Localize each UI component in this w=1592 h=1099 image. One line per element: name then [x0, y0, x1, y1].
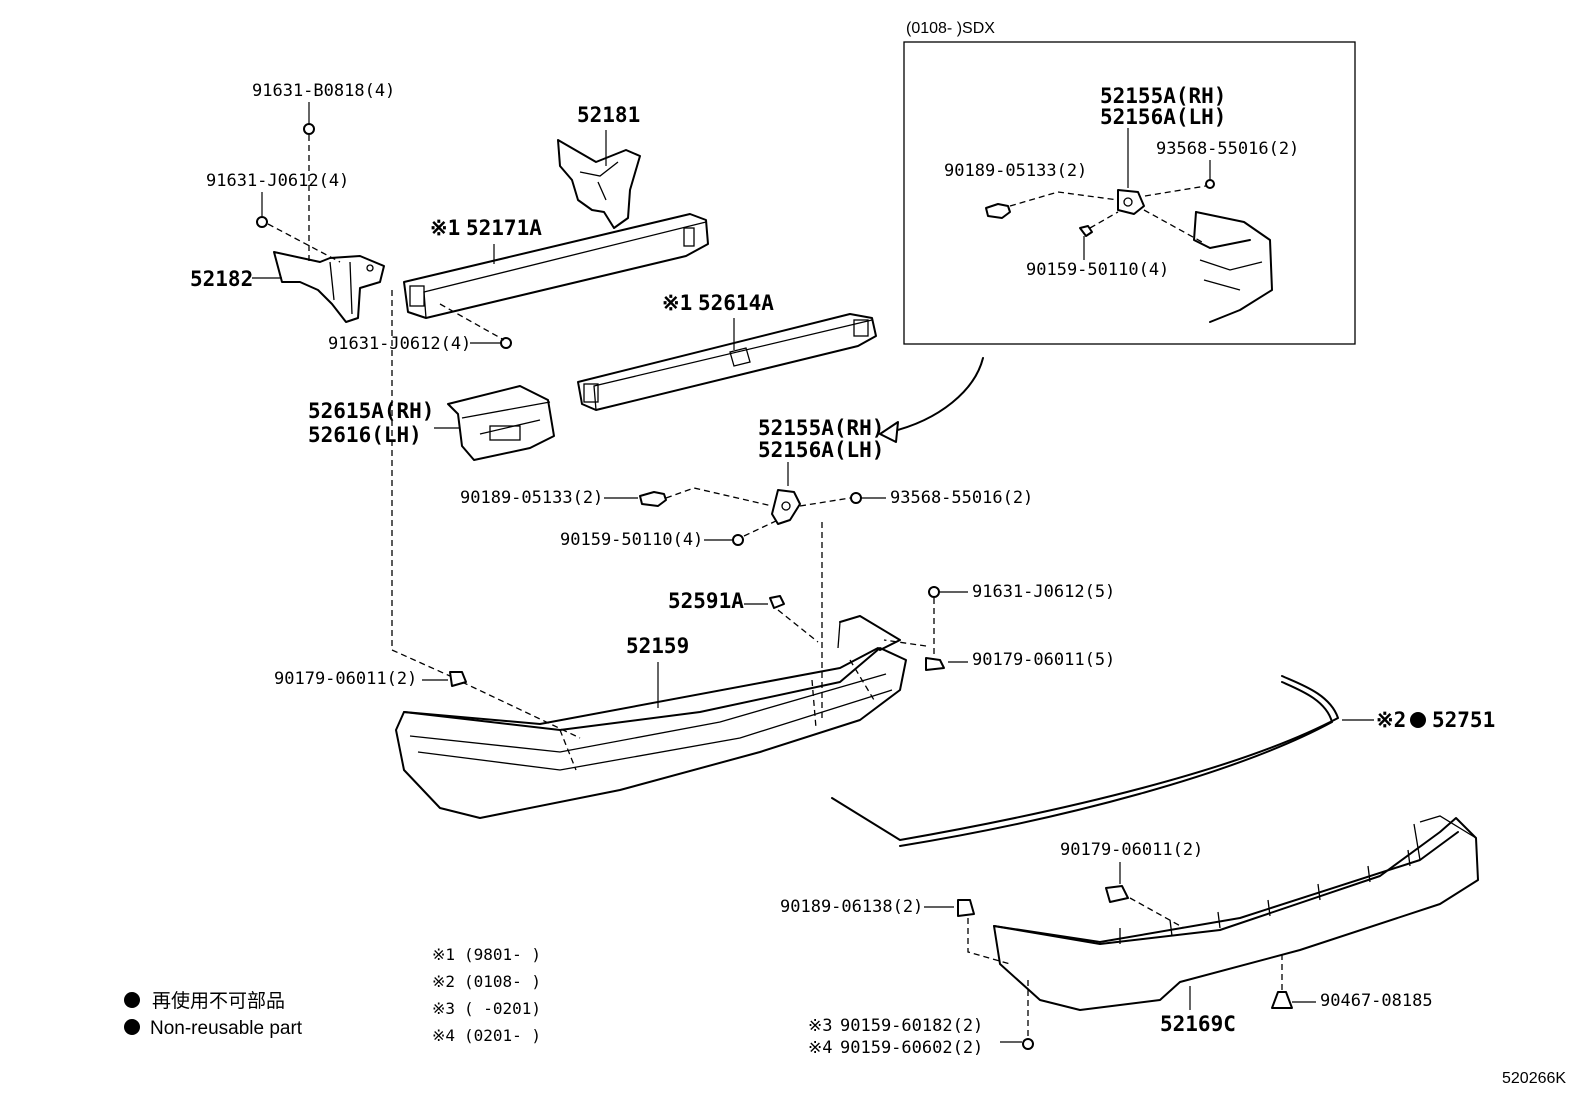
inset-label-52155a: 52155A(RH) — [1100, 84, 1226, 108]
label-91631-j0612-mid: 91631-J0612(4) — [328, 334, 471, 354]
nut-90179-left-icon — [449, 671, 467, 687]
bolt-j0612-top-icon — [256, 216, 268, 228]
inset-arrow-head — [879, 421, 899, 443]
legend: 再使用不可部品 Non-reusable part — [124, 990, 303, 1039]
mark-52751: ※2 — [1376, 708, 1406, 732]
label-90467-08185: 90467-08185 — [1320, 991, 1433, 1011]
label-52181: 52181 — [577, 103, 640, 127]
label-52616: 52616(LH) — [308, 423, 422, 447]
inset-title: (0108- )SDX — [906, 20, 995, 37]
bracket-52615a: 52615A(RH) 52616(LH) — [308, 385, 555, 461]
label-91631-j0612-5: 91631-J0612(5) — [972, 582, 1115, 602]
note-1-mark: ※1 — [432, 945, 455, 964]
clip-90189-icon — [639, 491, 667, 507]
bracket-52182: 52182 — [190, 251, 385, 323]
mark-52171a: ※1 — [430, 216, 460, 240]
legend-jp: 再使用不可部品 — [152, 990, 285, 1012]
note-4-mark: ※4 — [432, 1026, 455, 1045]
bolt-90159-60182-icon — [1022, 1038, 1034, 1050]
clip-90189-06138-icon — [957, 899, 975, 917]
bumper-lower-52169c: 90179-06011(2) 90189-06138(2) 52169C 904… — [780, 815, 1479, 1058]
legend-dot-jp-icon — [124, 992, 140, 1008]
inset-border — [903, 41, 1356, 345]
label-90189-06138: 90189-06138(2) — [780, 897, 923, 917]
note-4-text: (0201- ) — [464, 1026, 541, 1045]
date-notes: ※1 (9801- ) ※2 (0108- ) ※3 ( -0201) ※4 (… — [432, 945, 541, 1045]
inset-label-52156a: 52156A(LH) — [1100, 105, 1226, 129]
mark-90159-60182: ※3 — [808, 1016, 832, 1036]
label-90179-06011-5: 90179-06011(5) — [972, 650, 1115, 670]
note-2-text: (0108- ) — [464, 972, 541, 991]
legend-dot-en-icon — [124, 1019, 140, 1035]
bracket-52155a-main: 52155A(RH) 52156A(LH) 90189-05133(2) 935… — [460, 416, 1033, 720]
label-90189-05133: 90189-05133(2) — [460, 488, 603, 508]
bolts-group-top: 91631-B0818(4) 91631-J0612(4) — [206, 81, 395, 263]
nut-90179-5-icon — [925, 657, 945, 671]
reinforcement-52614a: ※1 52614A — [577, 291, 877, 411]
label-90179-06011-2-left: 90179-06011(2) — [274, 669, 417, 689]
bracket-52181: 52181 — [557, 103, 641, 229]
bolt-90159-icon — [732, 534, 744, 546]
label-90159-50110: 90159-50110(4) — [560, 530, 703, 550]
legend-en: Non-reusable part — [150, 1018, 303, 1039]
label-52169c: 52169C — [1160, 1012, 1236, 1036]
label-90159-60602: 90159-60602(2) — [840, 1038, 983, 1058]
label-91631-j0612-top: 91631-J0612(4) — [206, 171, 349, 191]
molding-52751: ※2 52751 — [831, 675, 1495, 847]
inset-bracket-drawing — [985, 128, 1273, 323]
nut-93568-icon — [850, 492, 862, 504]
nut-90179-lower-icon — [1105, 885, 1129, 903]
non-reusable-dot-icon — [1410, 712, 1426, 728]
label-52171a: 52171A — [466, 216, 542, 240]
label-52591a: 52591A — [668, 589, 744, 613]
bolt-j0612-mid-icon — [500, 337, 512, 349]
mark-90159-60602: ※4 — [808, 1038, 832, 1058]
retainer-52591a-icon — [769, 595, 785, 609]
inset-arrow — [889, 357, 984, 433]
label-90179-06011-2-lower: 90179-06011(2) — [1060, 840, 1203, 860]
label-91631-b0818: 91631-B0818(4) — [252, 81, 395, 101]
label-52155a: 52155A(RH) — [758, 416, 884, 440]
note-3-mark: ※3 — [432, 999, 455, 1018]
bolt-b0818-icon — [303, 123, 315, 135]
clip-90467-icon — [1271, 991, 1293, 1009]
label-52615a: 52615A(RH) — [308, 399, 434, 423]
fasteners-right: 91631-J0612(5) 90179-06011(5) — [883, 582, 1115, 671]
label-52614a: 52614A — [698, 291, 774, 315]
label-93568-55016: 93568-55016(2) — [890, 488, 1033, 508]
label-90159-60182: 90159-60182(2) — [840, 1016, 983, 1036]
label-52182: 52182 — [190, 267, 253, 291]
inset-label-93568: 93568-55016(2) — [1156, 139, 1299, 159]
bolt-j0612-5-icon — [928, 586, 940, 598]
bumper-cover-52159: 52591A 52159 — [395, 589, 907, 819]
note-1-text: (9801- ) — [464, 945, 541, 964]
label-52159: 52159 — [626, 634, 689, 658]
label-52751: 52751 — [1432, 708, 1495, 732]
note-3-text: ( -0201) — [464, 999, 541, 1018]
inset-label-90189: 90189-05133(2) — [944, 161, 1087, 181]
inset-panel: (0108- )SDX 52155A(RH) 52156A(LH) 90189-… — [879, 20, 1356, 443]
note-2-mark: ※2 — [432, 972, 455, 991]
diagram-id: 520266K — [1502, 1070, 1566, 1087]
inset-label-90159: 90159-50110(4) — [1026, 260, 1169, 280]
label-52156a: 52156A(LH) — [758, 438, 884, 462]
nut-left-group: 90179-06011(2) — [274, 669, 467, 689]
mark-52614a: ※1 — [662, 291, 692, 315]
reinforcement-52171a: ※1 52171A 91631-J0612(4) — [328, 213, 709, 354]
connector-lines — [391, 290, 581, 739]
